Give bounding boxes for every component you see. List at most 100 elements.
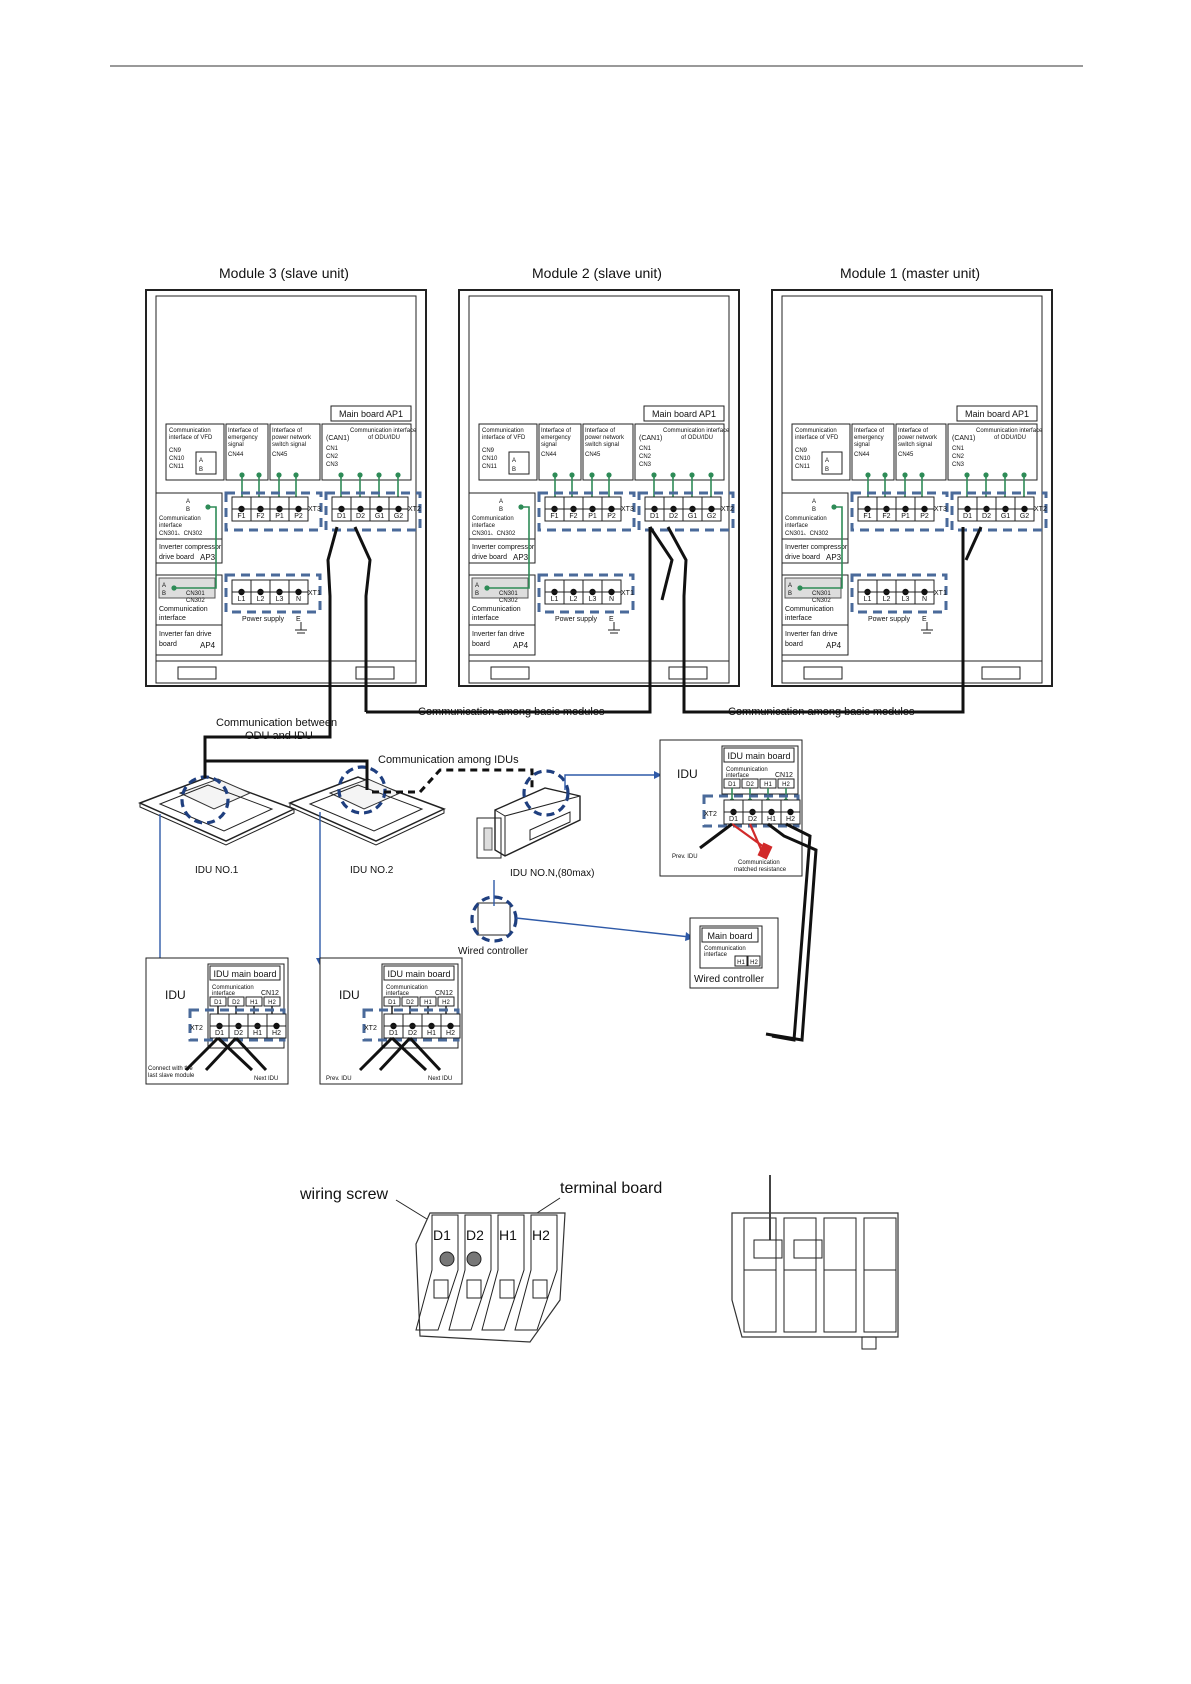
comm-basic-modules-wire-2 [666,526,965,714]
terminal-label-d1: D1 [729,816,738,823]
terminal-side-body [731,1212,899,1338]
port-b: B [199,467,203,473]
idu-comm-label: interface [386,991,410,997]
terminal-label-d1: D1 [963,513,972,520]
terminal-label-l3: L3 [589,596,597,603]
terminal-screw [395,505,402,513]
odu-idu-label: Communication interface [350,428,417,434]
cassette-grille [158,784,274,832]
comm-modules-label-2: Communication among basic modules [728,706,915,718]
emergency-interface-box [538,423,582,481]
terminal-screw [708,505,715,513]
terminal-slot [415,1214,459,1331]
fan-port-b: B [475,591,479,597]
outdoor-modules: Module 3 (slave unit)Main board AP1Commu… [145,265,1053,687]
cn9-label: CN9 [795,448,808,454]
can1-label: (CAN1) [952,435,975,442]
green-pin [670,472,676,478]
ap4-label: AP4 [513,641,529,650]
terminal-label-p1: P1 [275,513,284,520]
port-a: A [199,458,203,464]
cn3-label: CN3 [952,462,965,468]
cassette-body [178,778,252,810]
fan-cn301: CN301 [499,591,518,597]
vfd-label: Communication [482,428,524,434]
terminal-label-h2: H2 [786,816,795,823]
cn11-label: CN11 [169,464,185,470]
idu-wire-right [390,1036,428,1072]
odu-idu-interface-box [634,423,725,481]
odu-idu-interface-box [321,423,412,481]
terminal-label-g1: G1 [688,513,697,520]
fan-cn301: CN301 [812,591,831,597]
power-net-label: Interface of [898,428,928,434]
terminal-label-f1: F1 [237,513,245,520]
iduN-xt2-label: XT2 [704,811,717,818]
idu-1-label: IDU NO.1 [195,865,239,876]
port-a: A [825,458,829,464]
green-pin [606,472,612,478]
comp-comm-label: Communication [472,516,514,522]
power-supply-label: Power supply [868,616,911,623]
drive-board-label: drive board [472,554,507,561]
cn1-label: CN1 [639,446,652,452]
comp-port-b: B [499,507,503,513]
compressor-drive-board [468,492,536,564]
terminal-screw [608,505,615,513]
iduN-pointer [564,774,658,790]
inverter-compressor-label: Inverter compressor [472,544,535,551]
vfd-label: Communication [795,428,837,434]
iduN-cn12-pin-d2: D2 [746,782,754,788]
terminal-label-l3: L3 [902,596,910,603]
ab-port [821,451,843,475]
terminal-side-foot [861,1336,877,1350]
terminal-side-screw-1 [753,1239,783,1259]
green-pin [964,472,970,478]
terminal-screw [1021,505,1028,513]
cn10-label: CN10 [169,456,185,462]
power-net-label: Interface of [585,428,615,434]
xt3-label: XT3 [934,506,947,513]
module-1: Module 1 (master unit)Main board AP1Comm… [771,265,1053,687]
idu-main-board-label-box [209,965,281,981]
xt3-label: XT3 [308,506,321,513]
emergency-interface-box [225,423,269,481]
wc-comm-label: Communication [704,946,746,952]
xt1-dashed-group [850,573,948,614]
idu-wire-left-2 [378,1036,412,1072]
vfd-label: interface of VFD [795,435,839,441]
terminal-side-slot [823,1217,857,1333]
cn11-label: CN11 [482,464,498,470]
terminal-label-d1: D1 [650,513,659,520]
terminal-label-p2: P2 [294,513,303,520]
board-label: board [785,641,803,648]
xt3-dashed-group [850,491,949,532]
cn2-label: CN2 [326,454,339,460]
terminal-clamp [499,1279,515,1299]
terminal-slot-label-h2: H2 [532,1227,550,1243]
green-pin [865,472,871,478]
terminal-label-d1: D1 [337,513,346,520]
xt1-label: XT1 [308,590,321,597]
fan-comm-label: Communication [472,606,521,613]
wired-controller-callout-circle [470,895,518,943]
terminal-slot-label-d2: D2 [466,1227,484,1243]
fan-comm-label: Communication [785,606,834,613]
terminal-label-l1: L1 [238,596,246,603]
cassette-edge [139,803,295,846]
xt1-label: XT1 [621,590,634,597]
iduN-cn12-pin-d1: D1 [728,782,736,788]
terminal-label-d2: D2 [982,513,991,520]
terminal-board-body [415,1212,566,1343]
module-base [155,660,417,684]
comp-comm-label: interface [785,523,809,529]
